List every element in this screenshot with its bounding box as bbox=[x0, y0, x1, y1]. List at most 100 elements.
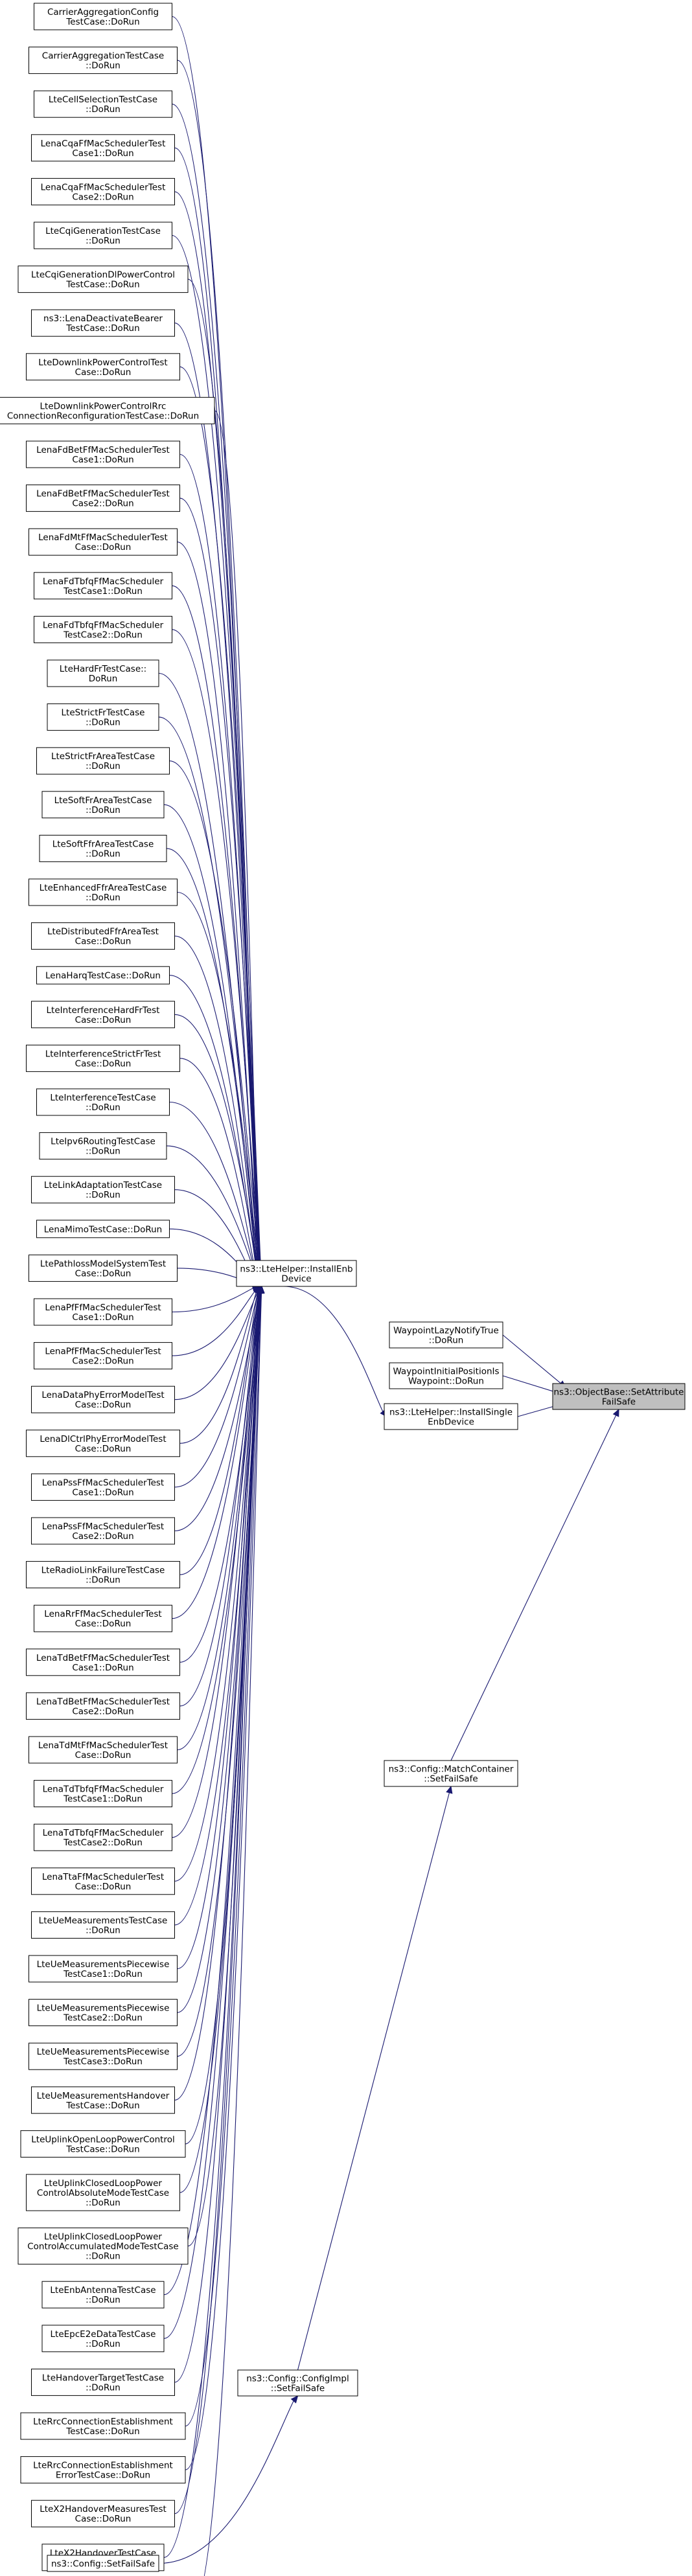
node-label-line: LteDownlinkPowerControlTest bbox=[38, 358, 167, 368]
caller-node-ltesoftfrareatestcase-dorun[interactable]: LteSoftFrAreaTestCase::DoRun bbox=[41, 791, 165, 819]
caller-node-lteuemeasurementspiecewise-testcase1-dorun[interactable]: LteUeMeasurementsPiecewiseTestCase1::DoR… bbox=[29, 1955, 178, 1983]
caller-node-ltecellselectiontestcase-dorun[interactable]: LteCellSelectionTestCase::DoRun bbox=[34, 90, 172, 118]
node-label-line: Case::DoRun bbox=[75, 1015, 132, 1025]
caller-node-lteepce2edatatestcase-dorun[interactable]: LteEpcE2eDataTestCase::DoRun bbox=[41, 2325, 165, 2353]
node-label-line: LenaFdTbfqFfMacScheduler bbox=[43, 576, 164, 587]
node-label-line: Case2::DoRun bbox=[72, 1706, 133, 1716]
caller-node-lteuplinkopenlooppowercontrol-testcase-dorun[interactable]: LteUplinkOpenLoopPowerControlTestCase::D… bbox=[20, 2130, 186, 2158]
node-label-line: ::DoRun bbox=[86, 1146, 121, 1157]
caller-node-ltestrictfrareatestcase-dorun[interactable]: LteStrictFrAreaTestCase::DoRun bbox=[36, 747, 170, 775]
node-label-line: LteInterferenceTestCase bbox=[50, 1093, 156, 1103]
node-ns3-config-configimpl-setfailsafe[interactable]: ns3::Config::ConfigImpl::SetFailSafe bbox=[237, 2369, 358, 2397]
node-label-line: ::DoRun bbox=[86, 2251, 121, 2262]
caller-node-lenamimotestcase-dorun[interactable]: LenaMimoTestCase::DoRun bbox=[36, 1220, 170, 1238]
node-ns3-config-matchcontainer-setfailsafe[interactable]: ns3::Config::MatchContainer::SetFailSafe bbox=[384, 1760, 518, 1787]
node-label-line: LteUeMeasurementsPiecewise bbox=[37, 2003, 170, 2014]
caller-node-ltecqigenerationdlpowercontrol-testcase-dorun[interactable]: LteCqiGenerationDlPowerControlTestCase::… bbox=[17, 266, 189, 293]
node-label-line: LenaPssFfMacSchedulerTest bbox=[42, 1477, 164, 1488]
node-label-line: ControlAccumulatedModeTestCase bbox=[27, 2242, 179, 2252]
node-label-line: LenaRrFfMacSchedulerTest bbox=[44, 1609, 161, 1619]
node-box bbox=[34, 3, 172, 30]
node-box bbox=[237, 2369, 358, 2397]
node-label-line: Case1::DoRun bbox=[72, 1487, 133, 1498]
caller-node-lteenbantennatestcase-dorun[interactable]: LteEnbAntennaTestCase::DoRun bbox=[41, 2281, 165, 2308]
caller-node-lenaharqtestcase-dorun[interactable]: LenaHarqTestCase::DoRun bbox=[36, 966, 170, 985]
node-box bbox=[36, 966, 170, 985]
caller-node-carrieraggregationtestcase-dorun[interactable]: CarrierAggregationTestCase::DoRun bbox=[29, 47, 178, 74]
caller-node-ltedownlinkpowercontrolrrc-connectionreconfigurationtestcase-dorun[interactable]: LteDownlinkPowerControlRrcConnectionReco… bbox=[0, 396, 215, 424]
node-label-line: TestCase2::DoRun bbox=[63, 2013, 143, 2023]
caller-node-lteuemeasurementspiecewise-testcase2-dorun[interactable]: LteUeMeasurementsPiecewiseTestCase2::DoR… bbox=[29, 1999, 178, 2027]
caller-node-lteenhancedffrareatestcase-dorun[interactable]: LteEnhancedFfrAreaTestCase::DoRun bbox=[29, 878, 178, 906]
node-label-line: Case1::DoRun bbox=[72, 1663, 133, 1673]
node-label-line: LenaFdMtFfMacSchedulerTest bbox=[38, 532, 168, 543]
node-label-line: LenaCqaFfMacSchedulerTest bbox=[41, 139, 166, 149]
caller-node-ltecqigenerationtestcase-dorun[interactable]: LteCqiGenerationTestCase::DoRun bbox=[34, 222, 172, 249]
node-label-line: ::DoRun bbox=[86, 849, 121, 859]
caller-node-lterrcconnectionestablishment-errortestcase-dorun[interactable]: LteRrcConnectionEstablishmentErrorTestCa… bbox=[20, 2456, 186, 2484]
node-waypointlazynotifytrue-dorun[interactable]: WaypointLazyNotifyTrue::DoRun bbox=[389, 1321, 503, 1349]
edge-caller-to-install-enb bbox=[177, 1285, 264, 2013]
caller-node-ltesoftffrareatestcase-dorun[interactable]: LteSoftFfrAreaTestCase::DoRun bbox=[39, 834, 167, 862]
caller-node-lteuemeasurementstestcase-dorun[interactable]: LteUeMeasurementsTestCase::DoRun bbox=[31, 1911, 175, 1939]
node-label-line: LteUplinkClosedLoopPower bbox=[44, 2232, 162, 2242]
node-box bbox=[31, 922, 175, 950]
node-box bbox=[41, 2325, 165, 2353]
caller-node-ltelinkadaptationtestcase-dorun[interactable]: LteLinkAdaptationTestCase::DoRun bbox=[31, 1176, 175, 1203]
node-label-line: LteUplinkClosedLoopPower bbox=[44, 2178, 162, 2189]
caller-node-lteradiolinkfailuretestcase-dorun[interactable]: LteRadioLinkFailureTestCase::DoRun bbox=[26, 1561, 180, 1589]
node-label-line: LteLinkAdaptationTestCase bbox=[44, 1180, 162, 1191]
caller-node-ltehandovertargettestcase-dorun[interactable]: LteHandoverTargetTestCase::DoRun bbox=[31, 2368, 175, 2396]
node-box bbox=[26, 2174, 180, 2211]
caller-node-lterrcconnectionestablishment-testcase-dorun[interactable]: LteRrcConnectionEstablishmentTestCase::D… bbox=[20, 2412, 186, 2440]
caller-node-lteipv6routingtestcase-dorun[interactable]: LteIpv6RoutingTestCase::DoRun bbox=[39, 1132, 167, 1160]
caller-node-ltehardfrtestcase-dorun[interactable]: LteHardFrTestCase::DoRun bbox=[47, 659, 159, 687]
node-label-line: LteInterferenceStrictFrTest bbox=[45, 1049, 161, 1059]
node-box bbox=[39, 1132, 167, 1160]
caller-node-lteuemeasurementspiecewise-testcase3-dorun[interactable]: LteUeMeasurementsPiecewiseTestCase3::DoR… bbox=[29, 2042, 178, 2070]
caller-node-lteuplinkclosedlooppower-controlaccumulatedmodetestcase-dorun[interactable]: LteUplinkClosedLoopPowerControlAccumulat… bbox=[17, 2228, 189, 2265]
node-label-line: Case::DoRun bbox=[75, 1750, 132, 1761]
node-config-setfailsafe[interactable]: ns3::Config::SetFailSafe bbox=[47, 2555, 159, 2572]
node-label-line: ConnectionReconfigurationTestCase::DoRun bbox=[7, 411, 199, 421]
node-box bbox=[47, 2555, 159, 2572]
node-label-line: ::DoRun bbox=[86, 761, 121, 771]
caller-node-lteinterferencetestcase-dorun[interactable]: LteInterferenceTestCase::DoRun bbox=[36, 1088, 170, 1116]
caller-node-lteuplinkclosedlooppower-controlabsolutemodetestcase-dorun[interactable]: LteUplinkClosedLoopPowerControlAbsoluteM… bbox=[26, 2174, 180, 2211]
caller-node-ltestrictfrtestcase-dorun[interactable]: LteStrictFrTestCase::DoRun bbox=[47, 703, 159, 731]
